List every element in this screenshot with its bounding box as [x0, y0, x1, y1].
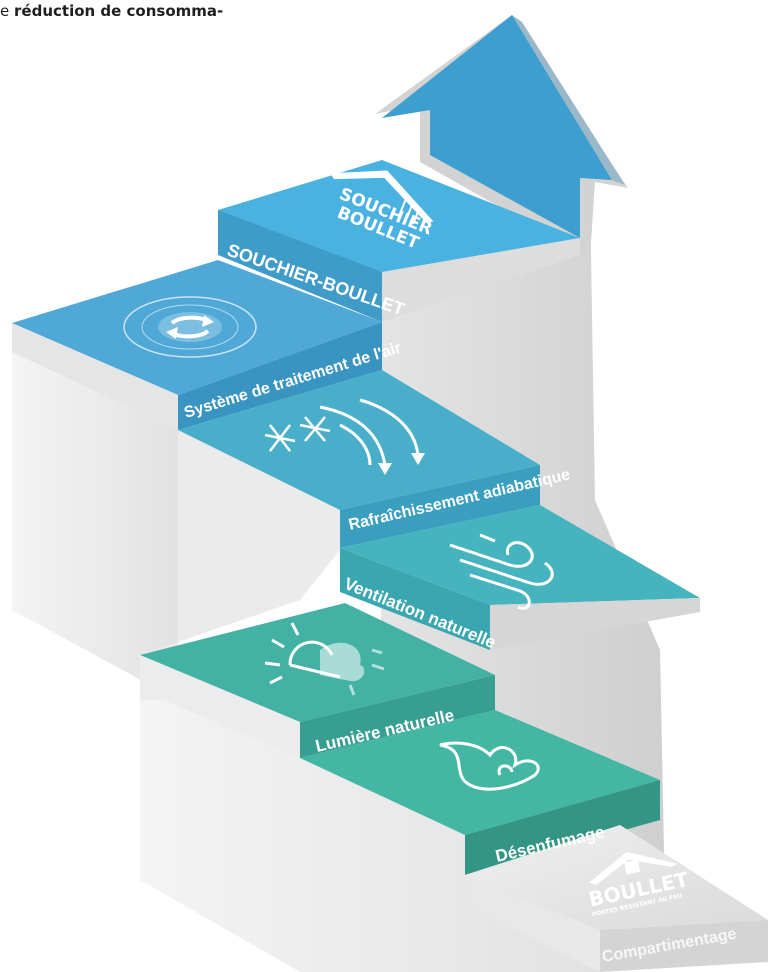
wind-icon	[449, 533, 554, 610]
air-cycle-icon	[123, 296, 257, 358]
step-1	[465, 825, 768, 972]
step-2	[300, 710, 660, 875]
arrow-up	[375, 15, 628, 258]
step-7	[218, 160, 580, 322]
snow-airflow-icon	[264, 398, 425, 475]
intro-bold: réduction de consomma-	[14, 2, 224, 20]
center-wall-2	[140, 418, 340, 700]
sun-cloud-icon	[264, 622, 385, 696]
left-wall	[12, 323, 178, 700]
intro-prefix: e	[0, 2, 10, 20]
step-3	[140, 603, 495, 758]
step-6	[12, 260, 382, 430]
intro-text: e réduction de consomma-	[0, 2, 223, 20]
step-4	[340, 505, 700, 650]
flame-icon	[439, 741, 540, 791]
